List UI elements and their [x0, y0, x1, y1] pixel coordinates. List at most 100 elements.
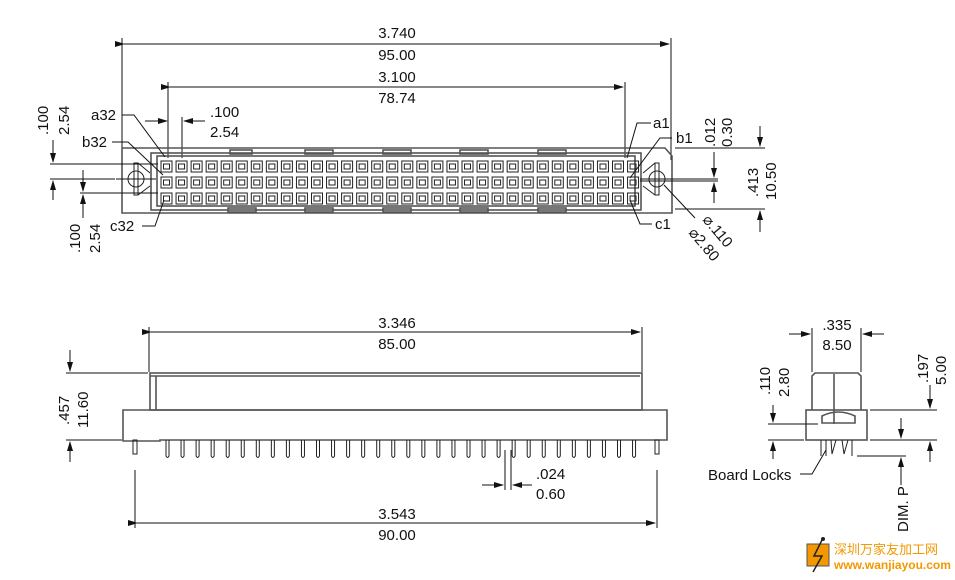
pin-contact-hole: [238, 163, 246, 170]
board-lock-slot: [821, 411, 856, 424]
pin-contact: [295, 160, 308, 173]
pin-contact: [521, 192, 534, 205]
key-tab: [459, 207, 489, 213]
offset-mm: 0.30: [719, 118, 736, 147]
pin-contact-hole: [253, 179, 261, 186]
pin-contact: [371, 192, 384, 205]
pin-contact-hole: [418, 195, 426, 202]
pin-contact: [416, 176, 429, 189]
flange-mm: 5.00: [933, 356, 950, 385]
body-width-mm: 85.00: [378, 336, 416, 353]
pin-contact: [521, 160, 534, 173]
pin-grid: [160, 160, 640, 205]
pin-contact: [476, 176, 489, 189]
key-tab: [304, 207, 334, 213]
solder-pin: [316, 440, 320, 458]
pin-contact: [205, 192, 218, 205]
pin-contact-hole: [193, 195, 201, 202]
pin-contact: [356, 192, 369, 205]
pin-contact: [491, 176, 504, 189]
pin-contact: [160, 176, 173, 189]
pin-label-b32: b32: [82, 134, 107, 151]
pin-contact: [581, 176, 594, 189]
pin-contact-hole: [178, 195, 186, 202]
pin-contact-hole: [418, 163, 426, 170]
pin-contact-hole: [283, 195, 291, 202]
pin-contact-hole: [283, 179, 291, 186]
pin-contact: [356, 160, 369, 173]
pin-contact-hole: [268, 195, 276, 202]
pin-contact: [160, 192, 173, 205]
pin-contact: [596, 160, 609, 173]
pin-contact-hole: [599, 179, 607, 186]
solder-pin: [496, 440, 501, 458]
side-flange: [805, 409, 868, 441]
pin-contact-hole: [629, 163, 637, 170]
pin-contact: [566, 192, 579, 205]
pin-contact: [235, 192, 248, 205]
pitch-in: .100: [210, 104, 239, 121]
pin-contact-hole: [268, 179, 276, 186]
board-lock-pins: [820, 439, 853, 456]
connector-flange: [122, 409, 668, 442]
key-tab: [382, 207, 412, 213]
pin-span-in: 3.100: [378, 69, 416, 86]
pin-contact-hole: [313, 179, 321, 186]
pin-contact-hole: [584, 195, 592, 202]
pin-contact-hole: [569, 179, 577, 186]
pin-contact-hole: [524, 179, 532, 186]
key-tab: [459, 149, 489, 155]
key-tab: [304, 149, 334, 155]
solder-pin: [300, 440, 305, 458]
pin-contact: [386, 176, 399, 189]
overall-width-in: 3.740: [378, 25, 416, 42]
pin-contact-hole: [298, 163, 306, 170]
pin-contact-hole: [358, 163, 366, 170]
solder-pin: [601, 440, 606, 458]
pin-width-in: .024: [536, 466, 565, 483]
pin-contact-hole: [554, 179, 562, 186]
pin-contact: [356, 176, 369, 189]
pin-contact-hole: [554, 163, 562, 170]
pin-contact: [205, 176, 218, 189]
pin-contact: [461, 160, 474, 173]
pin-contact: [326, 192, 339, 205]
pin-contact-hole: [163, 195, 170, 202]
solder-pin: [466, 440, 471, 458]
pin-contact: [506, 160, 519, 173]
solder-pin: [331, 440, 336, 458]
pin-contact: [341, 160, 354, 173]
solder-pin: [285, 440, 290, 458]
pin-contact-hole: [313, 163, 321, 170]
pin-contact-hole: [494, 163, 502, 170]
pin-contact-hole: [253, 163, 261, 170]
pin-contact-hole: [343, 179, 351, 186]
pin-contact-hole: [569, 195, 577, 202]
pin-contact: [160, 160, 173, 173]
pin-contact: [551, 160, 564, 173]
pin-contact: [627, 192, 640, 205]
pin-contact: [175, 192, 188, 205]
pin-contact-hole: [193, 179, 201, 186]
pin-contact-hole: [448, 195, 456, 202]
solder-pin: [255, 440, 260, 458]
pin-contact-hole: [328, 195, 336, 202]
pin-contact: [341, 192, 354, 205]
pin-contact: [250, 176, 263, 189]
pin-contact: [581, 192, 594, 205]
pin-contact-hole: [388, 195, 396, 202]
dim-p-label: DIM. P: [895, 486, 912, 532]
pin-contact-hole: [328, 163, 336, 170]
solder-pin: [586, 440, 591, 458]
housing-inner: [156, 155, 636, 207]
pin-contact-hole: [479, 195, 487, 202]
pin-contact: [596, 192, 609, 205]
solder-pin: [406, 440, 411, 458]
pin-contact-hole: [569, 163, 577, 170]
pin-contact-hole: [388, 163, 396, 170]
pin-contact: [235, 176, 248, 189]
solder-pin: [481, 440, 486, 458]
side-upper-body: [811, 372, 862, 410]
pin-contact: [280, 160, 293, 173]
solder-pin: [421, 440, 426, 458]
